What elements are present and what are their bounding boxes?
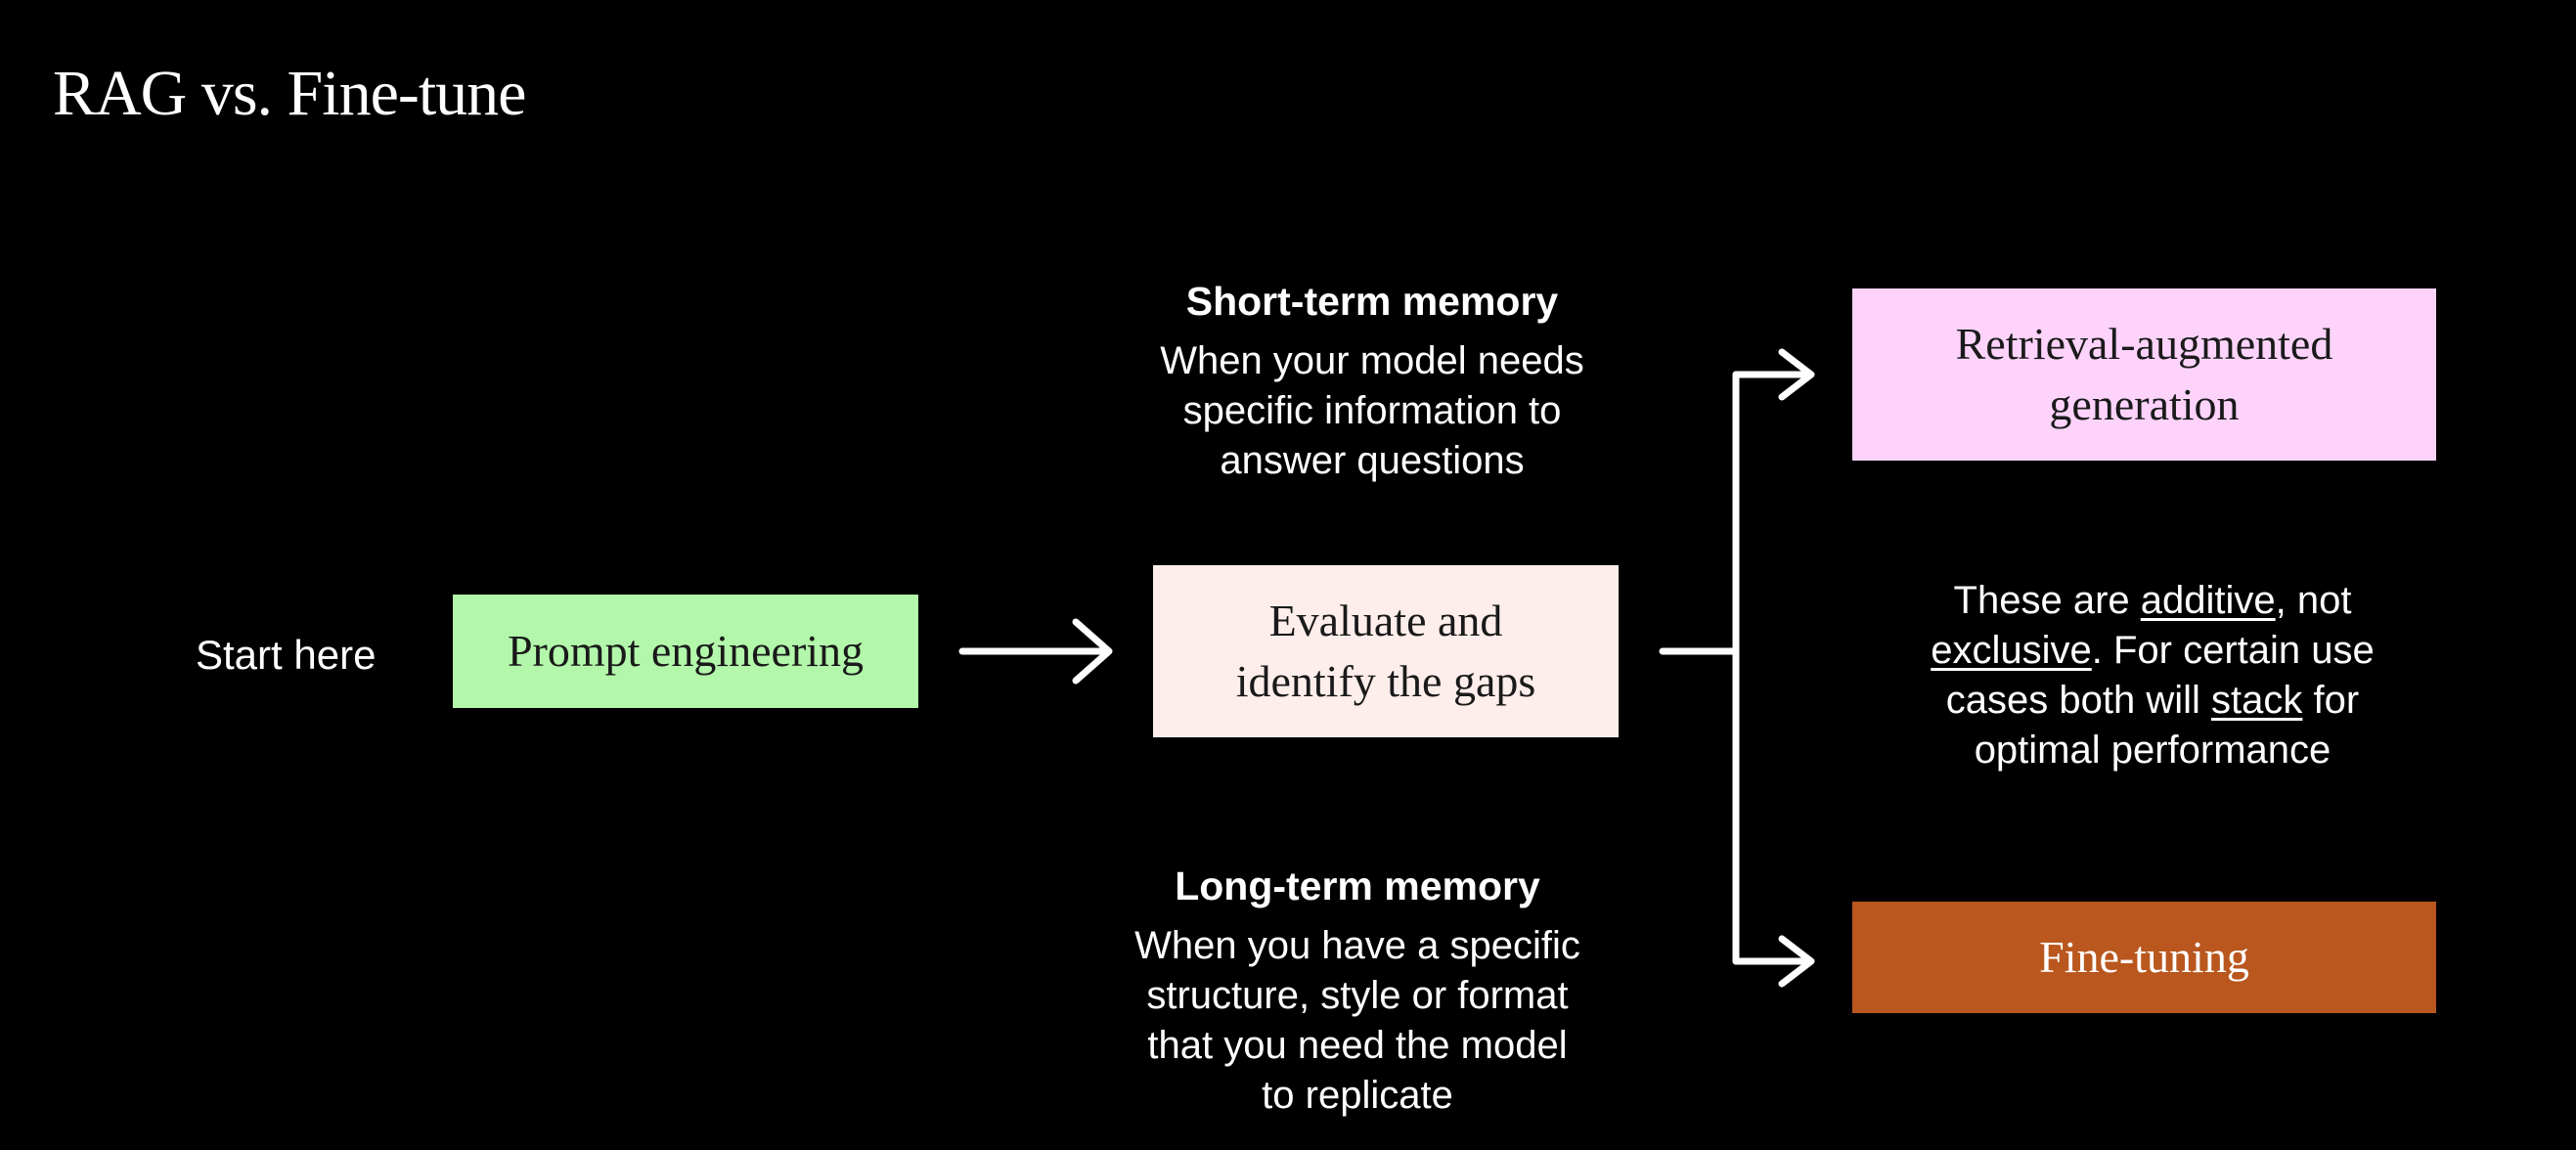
rag-line-1: Retrieval-augmented <box>1955 319 2333 369</box>
long-term-line-4: to replicate <box>1262 1074 1453 1117</box>
note-stack: stack <box>2211 679 2303 722</box>
long-term-memory-heading: Long-term memory <box>1175 863 1540 908</box>
long-term-memory-description: When you have a specific structure, styl… <box>1086 921 1629 1121</box>
fine-tuning-label: Fine-tuning <box>2039 932 2249 982</box>
long-term-memory-block: Long-term memory When you have a specifi… <box>1086 859 1629 1121</box>
evaluate-line-2: identify the gaps <box>1235 656 1536 706</box>
rag-box: Retrieval-augmented generation <box>1852 288 2436 461</box>
note-text-4: cases both will <box>1945 679 2212 722</box>
arrow-to-fine-tuning <box>1732 935 1815 988</box>
page-title: RAG vs. Fine-tune <box>53 58 526 129</box>
short-term-memory-heading: Short-term memory <box>1185 279 1559 324</box>
long-term-line-1: When you have a specific <box>1134 924 1580 967</box>
evaluate-line-1: Evaluate and <box>1268 596 1503 645</box>
short-term-line-1: When your model needs <box>1160 339 1584 382</box>
short-term-memory-block: Short-term memory When your model needs … <box>1105 274 1639 486</box>
prompt-engineering-label: Prompt engineering <box>507 626 865 676</box>
short-term-line-2: specific information to <box>1182 389 1562 432</box>
long-term-line-3: that you need the model <box>1147 1024 1568 1067</box>
arrow-prompt-to-evaluate <box>958 618 1113 685</box>
note-additive: additive <box>2140 579 2276 622</box>
short-term-memory-description: When your model needs specific informati… <box>1105 336 1639 486</box>
note-text-5: for <box>2302 679 2360 722</box>
note-text-2: , not <box>2275 579 2352 622</box>
rag-line-2: generation <box>2049 379 2240 429</box>
start-here-label: Start here <box>196 632 377 678</box>
note-text-1: These are <box>1953 579 2141 622</box>
short-term-line-3: answer questions <box>1220 439 1525 482</box>
note-exclusive: exclusive <box>1931 629 2092 672</box>
note-text-6: optimal performance <box>1974 729 2332 772</box>
note-text-3: . For certain use <box>2091 629 2375 672</box>
prompt-engineering-box: Prompt engineering <box>453 595 918 708</box>
long-term-line-2: structure, style or format <box>1146 974 1569 1017</box>
additive-note: These are additive, not exclusive. For c… <box>1878 576 2427 775</box>
fine-tuning-box: Fine-tuning <box>1852 902 2436 1013</box>
evaluate-gaps-box: Evaluate and identify the gaps <box>1153 565 1619 737</box>
branch-connector <box>1659 371 1740 965</box>
evaluate-gaps-label: Evaluate and identify the gaps <box>1236 591 1536 712</box>
rag-label: Retrieval-augmented generation <box>1956 314 2333 435</box>
arrow-to-rag <box>1732 348 1815 401</box>
